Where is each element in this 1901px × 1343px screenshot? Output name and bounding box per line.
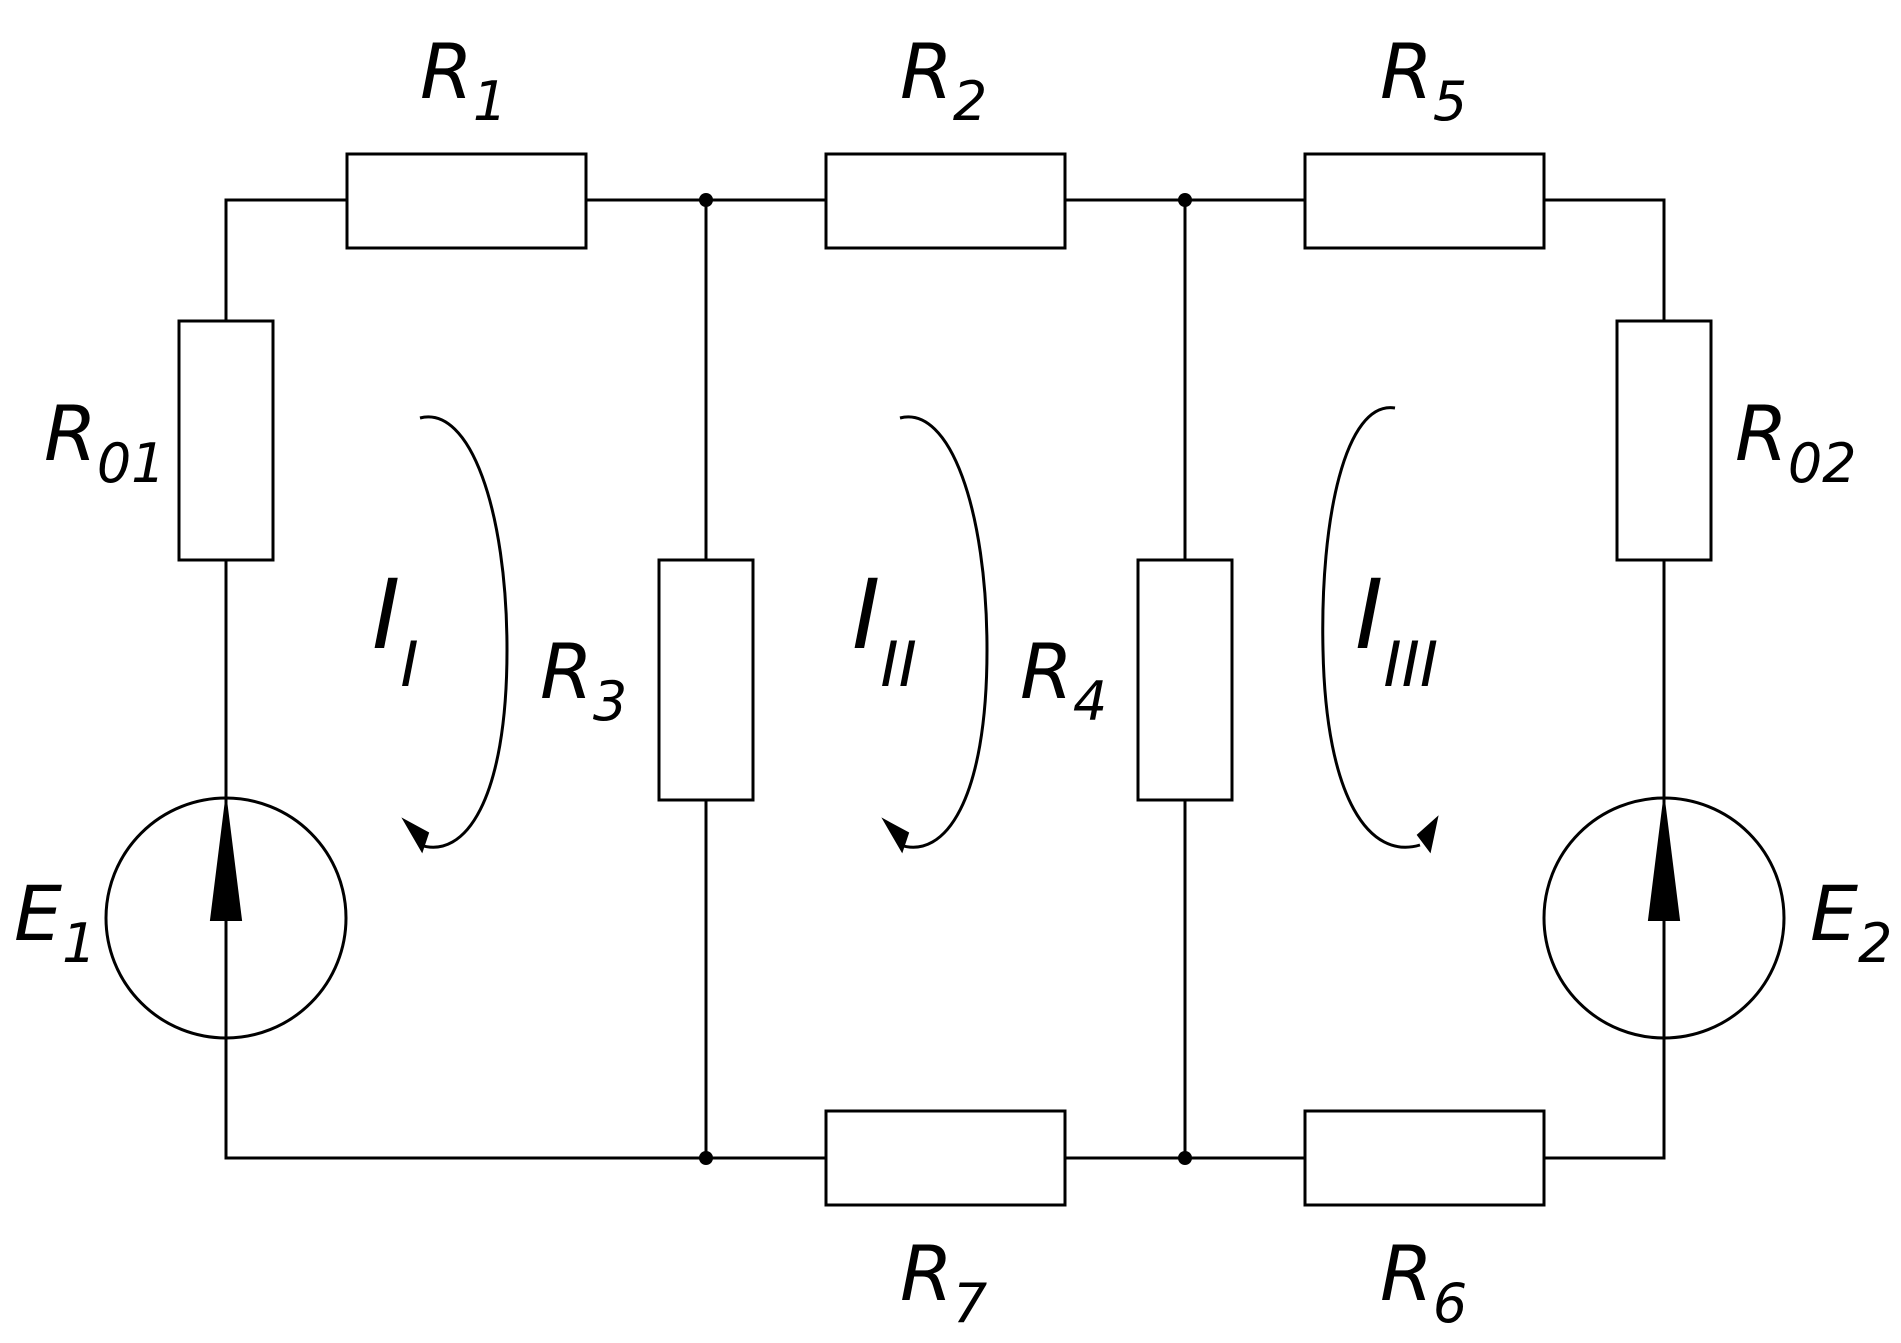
resistor-r5 [1303,152,1546,250]
loop-arrow-1 [401,415,509,854]
resistor-r2 [824,152,1067,250]
node-bottom-right [1178,1151,1192,1165]
source-e1-arrow-icon [209,799,243,921]
label-r01: R01 [44,389,166,495]
resistor-r1 [345,152,588,250]
source-e2 [1542,796,1786,1040]
label-e1: E1 [14,869,96,975]
resistor-r01 [177,319,275,562]
label-loop-3: IIII [1355,559,1438,701]
resistor-r7 [824,1109,1067,1207]
resistor-r3 [657,558,755,802]
label-r02: R02 [1735,389,1857,495]
loop-arrow-2 [881,415,989,854]
node-bottom-left [699,1151,713,1165]
loop-labels: II III IIII [372,559,1438,701]
wires [224,198,1666,1160]
loop-arrow-3 [1321,406,1439,854]
label-r4: R4 [1020,627,1107,733]
resistor-r6 [1303,1109,1546,1207]
node-top-right [1178,193,1192,207]
label-loop-1: II [372,559,419,701]
nodes [699,193,1192,1165]
label-e2: E2 [1810,869,1892,975]
loop-arrow-3-head-icon [1416,815,1439,854]
label-r3: R3 [540,627,627,733]
source-e2-arrow-icon [1647,799,1681,921]
label-r1: R1 [420,27,507,133]
label-r7: R7 [900,1229,987,1335]
loop-arrow-2-curve [899,415,989,849]
resistor-r4 [1136,558,1234,802]
label-r6: R6 [1380,1229,1467,1335]
component-labels: R1 R2 R5 R01 R02 R3 R4 R7 R6 E1 E2 [14,27,1892,1335]
resistors [177,152,1713,1207]
label-r5: R5 [1380,27,1467,133]
loop-arrow-1-curve [419,415,509,849]
loop-arrow-2-head-icon [881,817,910,854]
node-top-left [699,193,713,207]
resistor-r02 [1615,319,1713,562]
label-loop-2: III [852,559,917,701]
label-r2: R2 [900,27,987,133]
loop-arrow-3-curve [1321,406,1421,849]
source-e1 [104,796,348,1040]
loop-arrow-1-head-icon [401,817,430,854]
